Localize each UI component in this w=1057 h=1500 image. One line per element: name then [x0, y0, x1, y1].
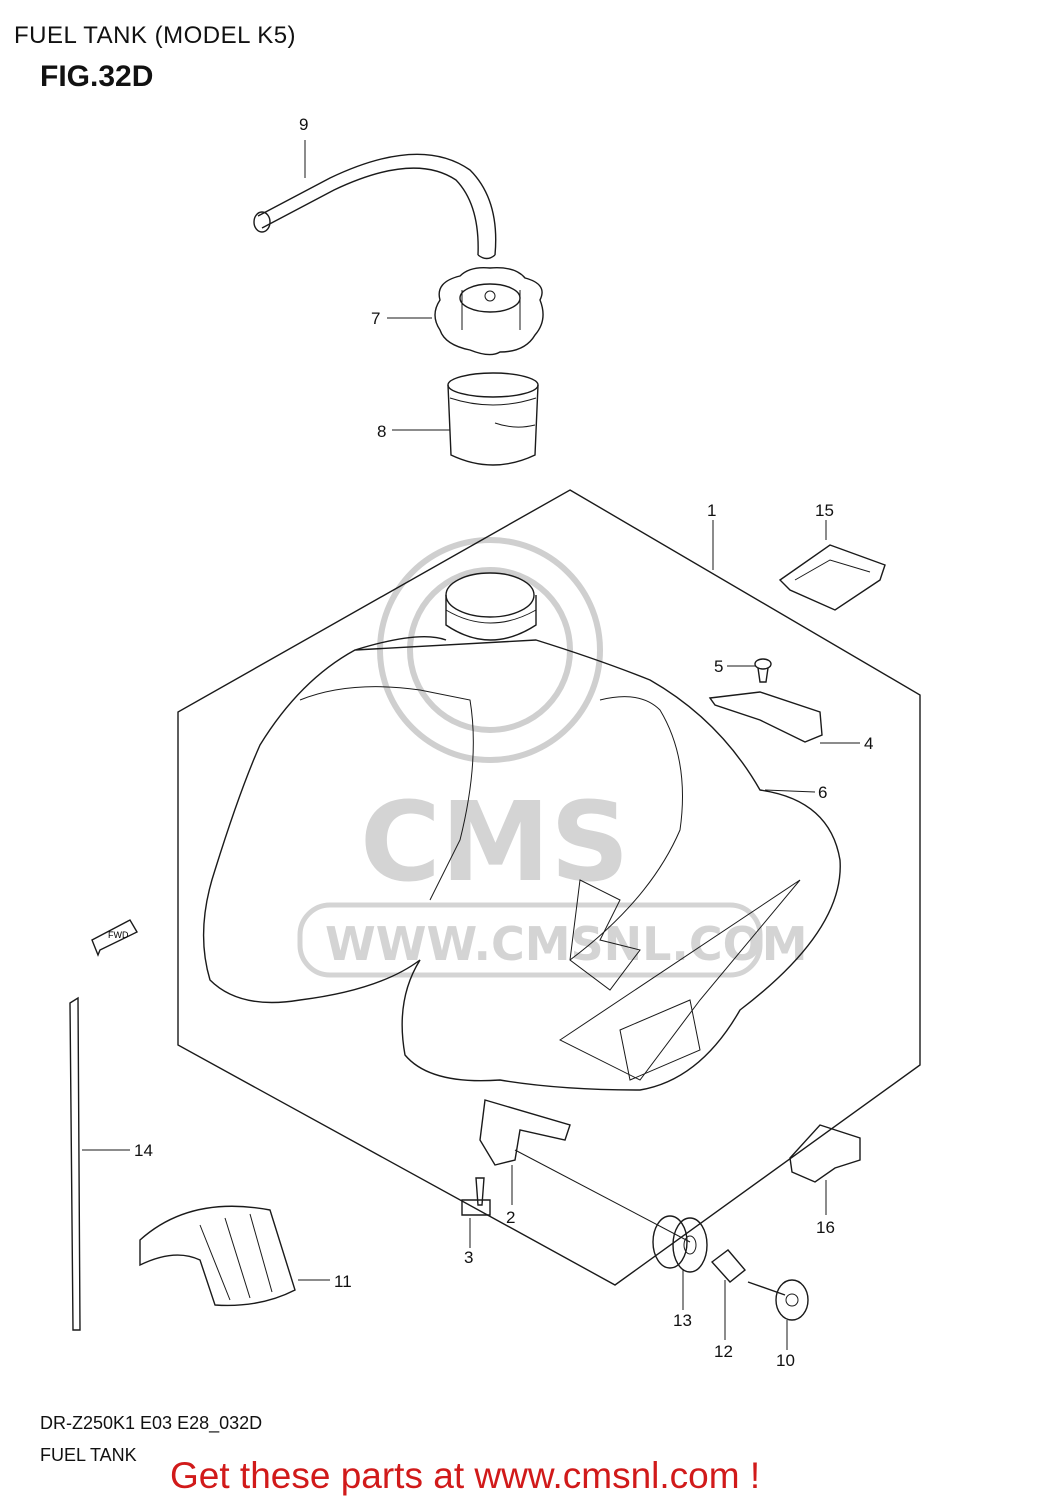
part-fuel-tank [202, 572, 841, 1091]
page-title: FUEL TANK (MODEL K5) [14, 22, 297, 49]
callout-5: 5 [714, 657, 723, 676]
callout-14: 14 [134, 1141, 153, 1160]
part-filler-ring [447, 372, 539, 466]
tank-frame [177, 489, 921, 1286]
figure-number: FIG.32D [40, 60, 154, 93]
callout-10: 10 [776, 1351, 795, 1370]
part-fuel-cap [434, 266, 544, 356]
callout-16: 16 [816, 1218, 835, 1237]
diagram-name: FUEL TANK [40, 1445, 137, 1465]
callout-6: 6 [818, 783, 827, 802]
callout-2: 2 [506, 1208, 515, 1227]
fwd-label: FWD [108, 930, 129, 940]
callout-12: 12 [714, 1342, 733, 1361]
part-bolt-10 [747, 1279, 809, 1321]
watermark-text: WWW.CMSNL.COM [325, 917, 808, 971]
part-grommet-13 [652, 1215, 708, 1273]
callout-labels: 9 7 8 1 15 5 4 6 14 2 16 3 11 13 12 10 [134, 115, 873, 1370]
part-bracket-2 [479, 1099, 571, 1166]
callout-7: 7 [371, 309, 380, 328]
watermark-logo: CMS [360, 778, 629, 906]
part-collar-12 [710, 1249, 747, 1283]
callout-15: 15 [815, 501, 834, 520]
part-bracket-4 [708, 691, 823, 743]
cmsnl-watermark: CMS WWW.CMSNL.COM [297, 537, 808, 978]
callout-3: 3 [464, 1248, 473, 1267]
callout-13: 13 [673, 1311, 692, 1330]
part-screw-5 [754, 658, 772, 683]
part-breather-hose [253, 153, 497, 260]
part-bolt-3 [461, 1177, 491, 1216]
part-strap-14 [69, 996, 81, 1331]
callout-4: 4 [864, 734, 873, 753]
part-clip-15 [778, 544, 886, 611]
callout-8: 8 [377, 422, 386, 441]
fwd-arrow-icon: FWD [91, 919, 138, 957]
promo-link[interactable]: Get these parts at www.cmsnl.com ! [170, 1455, 761, 1496]
callout-9: 9 [299, 115, 308, 134]
part-cushion-11 [139, 1205, 296, 1307]
callout-1: 1 [707, 501, 716, 520]
callout-11: 11 [334, 1272, 352, 1291]
leader-lines [82, 140, 860, 1350]
part-cushion-16 [789, 1124, 861, 1183]
diagram-code: DR-Z250K1 E03 E28_032D [40, 1413, 263, 1433]
